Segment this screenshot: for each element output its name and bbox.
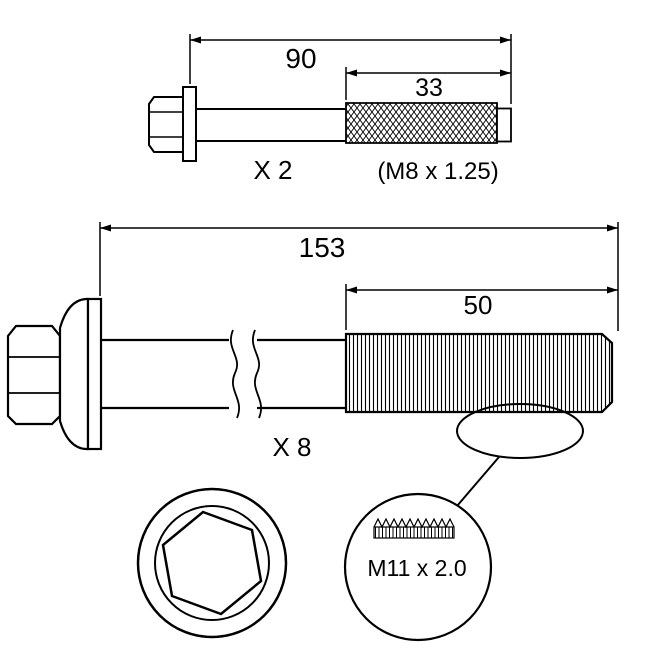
bolt-tip [496,107,512,143]
bolt-head-facets [149,111,183,138]
small-bolt-length-label: 90 [285,43,316,74]
bolt-flange [182,86,197,162]
large-bolt-overall-dimension: 153 [99,222,619,331]
bolt-flange-cone [58,297,90,451]
small-bolt-drawing [148,86,512,162]
head-flange-outer-circle [136,487,288,639]
bolt-thread [344,332,614,414]
large-bolt-thread-length-label: 50 [464,290,493,320]
bolt-head [6,324,62,426]
small-bolt-overall-dimension: 90 [189,34,512,104]
large-bolt-drawing [6,297,614,451]
shank-break-curve [230,329,240,419]
large-bolt-figure: 153 50 X 8 M11 x 2.0 [6,222,619,642]
bolt-head-end-view [136,487,288,639]
bolt-head [148,96,184,153]
small-bolt-thread-spec-label: (M8 x 1.25) [377,158,498,185]
detail-zone-ellipse [456,403,584,459]
bolt-head-facets [8,356,60,394]
large-bolt-thread-dimension: 50 [345,284,618,330]
large-bolt-quantity-label: X 8 [272,432,311,462]
thread-detail-spec-label: M11 x 2.0 [367,555,466,581]
hex-head-outline [161,510,263,616]
small-bolt-thread-dimension: 33 [345,67,511,102]
detail-leader-line [456,456,500,507]
small-bolt-figure: 90 33 X 2 (M8 x 1.25) [148,34,512,185]
bolt-shank [101,338,346,410]
small-bolt-quantity-label: X 2 [253,155,292,185]
head-flange-inner-circle [154,505,270,621]
thread-detail-callout: M11 x 2.0 [343,403,584,642]
shank-break-curve [252,329,262,419]
bolt-shank [196,108,346,142]
large-bolt-length-label: 153 [299,232,346,263]
thread-profile-body [373,526,455,539]
bolt-flange-washer [86,297,103,451]
bolt-thread [345,102,498,144]
small-bolt-thread-length-label: 33 [415,74,443,102]
